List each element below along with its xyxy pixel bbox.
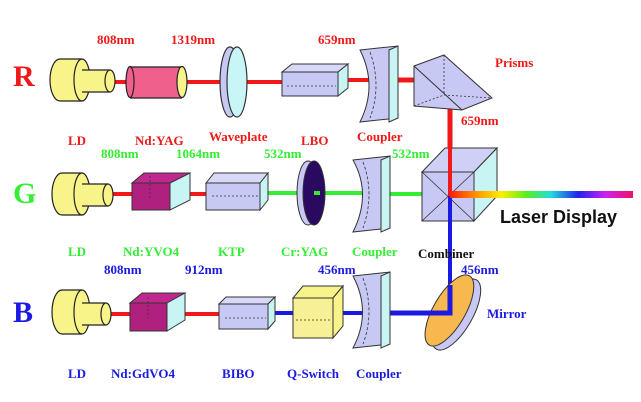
g-channel-letter: G <box>13 177 37 210</box>
r-wavelength-659-out: 659nm <box>461 113 499 128</box>
b-bibo-label: BIBO <box>222 366 255 381</box>
b-coupler <box>352 271 391 349</box>
r-prism <box>413 54 493 111</box>
b-laser-diode <box>51 289 112 335</box>
g-ktp-crystal <box>204 171 270 212</box>
g-ktp-label: KTP <box>218 244 245 259</box>
b-mirror-label: Mirror <box>487 306 527 321</box>
g-wavelength-808: 808nm <box>101 146 139 161</box>
g-wavelength-532-out: 532nm <box>392 146 430 161</box>
r-nd-yag-label: Nd:YAG <box>135 133 184 148</box>
g-row <box>51 140 633 320</box>
r-laser-diode <box>49 58 116 102</box>
laser-display-label: Laser Display <box>500 207 618 227</box>
b-q-switch <box>291 284 345 340</box>
b-wavelength-456-out: 456nm <box>461 262 499 277</box>
b-wavelength-456: 456nm <box>318 262 356 277</box>
g-coupler <box>352 155 391 233</box>
r-ld-label: LD <box>68 133 87 148</box>
g-ld-label: LD <box>68 244 87 259</box>
r-wavelength-1319: 1319nm <box>171 32 216 47</box>
r-nd-yag-rod <box>125 65 188 99</box>
g-cr-yag-disk <box>296 160 326 226</box>
b-nd-gdvo4-crystal <box>128 292 187 332</box>
b-bibo-crystal <box>217 295 277 331</box>
g-cr-yag-label: Cr:YAG <box>281 244 329 259</box>
r-lbo-label: LBO <box>301 133 329 148</box>
r-wavelength-808: 808nm <box>97 32 135 47</box>
r-prisms-label: Prisms <box>495 55 534 70</box>
b-ld-label: LD <box>68 366 87 381</box>
b-beam-mirror-up <box>420 285 453 316</box>
b-nd-gdvo4-label: Nd:GdVO4 <box>111 366 176 381</box>
g-nd-yvo4-crystal <box>130 172 192 211</box>
g-laser-diode <box>51 172 114 216</box>
r-waveplate <box>219 46 248 118</box>
r-waveplate-label: Waveplate <box>209 129 268 144</box>
g-coupler-label: Coupler <box>352 244 398 259</box>
r-coupler-label: Coupler <box>357 129 403 144</box>
b-channel-letter: B <box>13 296 34 329</box>
g-wavelength-1064: 1064nm <box>176 146 221 161</box>
b-wavelength-808: 808nm <box>104 262 142 277</box>
r-lbo-crystal <box>280 62 350 98</box>
b-wavelength-912: 912nm <box>185 262 223 277</box>
r-channel-letter: R <box>13 60 35 93</box>
r-wavelength-659: 659nm <box>318 32 356 47</box>
b-row <box>51 271 482 351</box>
combiner-cube <box>420 146 499 223</box>
r-row <box>49 45 493 196</box>
g-wavelength-532: 532nm <box>264 146 302 161</box>
b-q-switch-label: Q-Switch <box>287 366 339 381</box>
b-coupler-label: Coupler <box>356 366 402 381</box>
combiner-label: Combiner <box>418 246 475 261</box>
laser-display-beam <box>450 191 633 198</box>
g-nd-yvo4-label: Nd:YVO4 <box>123 244 180 259</box>
r-coupler <box>359 45 399 123</box>
